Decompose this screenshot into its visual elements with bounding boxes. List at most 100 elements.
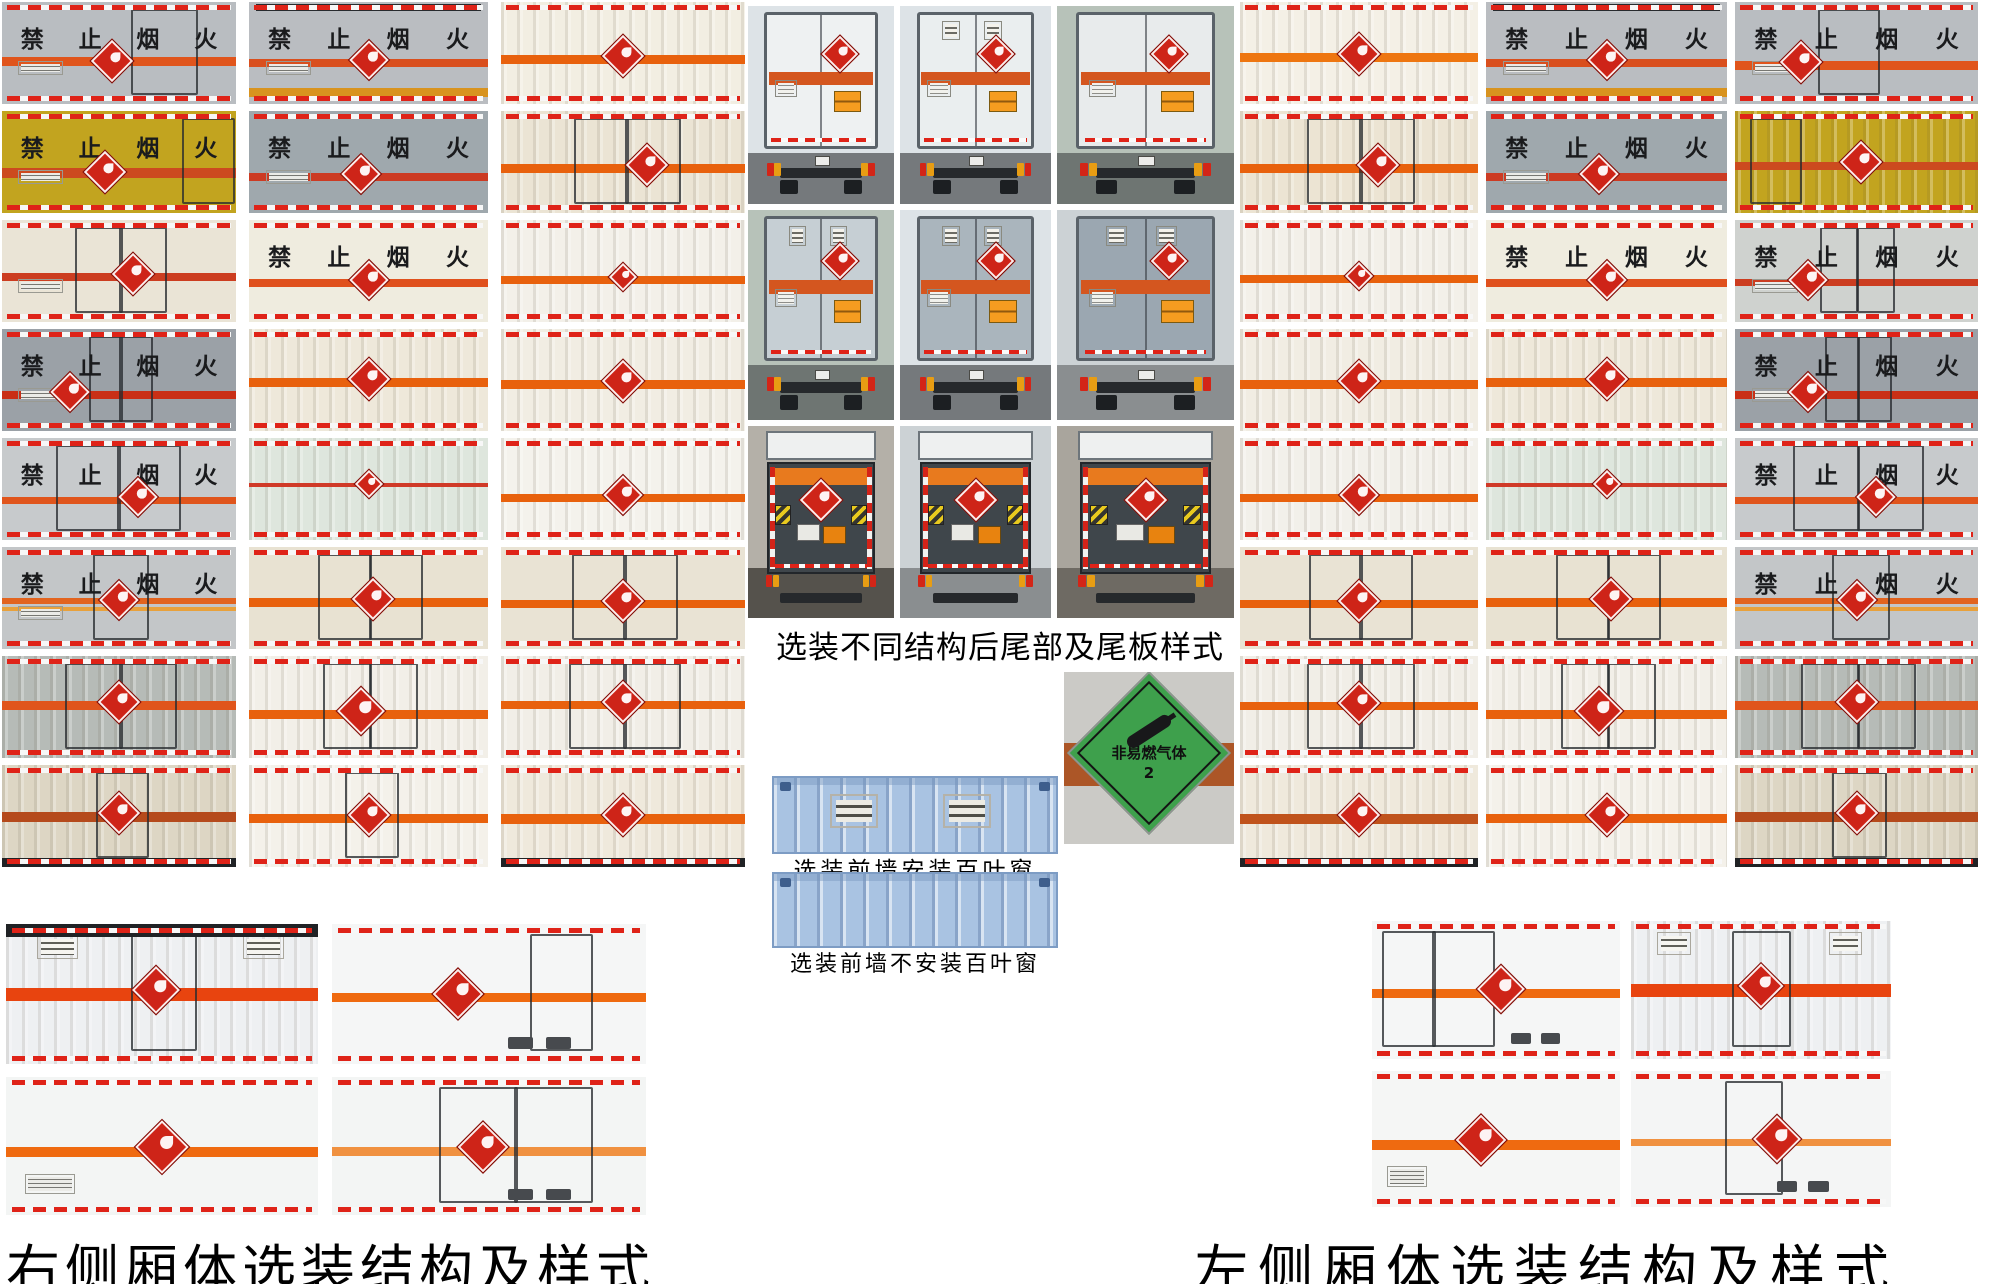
- rear-bumper: [1095, 593, 1196, 603]
- reflective-strip: [505, 423, 741, 429]
- tail-light: [919, 376, 927, 391]
- reflective-strip: [1739, 314, 1974, 320]
- reflective-strip: [1490, 205, 1723, 211]
- reflective-strip: [1244, 222, 1474, 228]
- reflective-strip: [338, 1080, 640, 1086]
- reflective-strip: [1244, 859, 1474, 865]
- photo-side-left-c3-r6: [501, 547, 745, 649]
- flame-icon: [131, 265, 142, 276]
- reflective-strip: [1244, 658, 1474, 664]
- reflective-strip: [1739, 4, 1974, 10]
- orange-un-placard: [988, 90, 1017, 113]
- chevron-reflector: [928, 504, 945, 526]
- tail-light: [869, 574, 877, 588]
- cargo-box-rear: [764, 11, 878, 149]
- flame-icon: [819, 491, 830, 502]
- flame-icon: [1855, 693, 1866, 704]
- caption-right-side-structures: 右侧厢体选装结构及样式: [6, 1241, 655, 1284]
- chevron-reflector: [775, 504, 791, 526]
- flame-icon: [1168, 253, 1177, 263]
- reflective-strip: [253, 222, 484, 228]
- hazard-diamond-placard: [1149, 34, 1190, 74]
- reflective-strip: [1490, 423, 1723, 429]
- photo-side-right-c3-r2: [1735, 111, 1978, 213]
- spec-plate: [797, 524, 820, 542]
- louver-vent-icon: [243, 935, 284, 959]
- reflective-strip: [505, 767, 741, 773]
- orange-un-placard: [1148, 526, 1176, 544]
- reflective-strip: [505, 222, 741, 228]
- flame-icon: [1597, 166, 1608, 176]
- floor-vent: [545, 1188, 571, 1200]
- cargo-door: [88, 336, 123, 422]
- reflective-strip: [253, 641, 484, 647]
- cargo-door: [1817, 9, 1880, 95]
- cargo-box-rear: [1076, 216, 1215, 362]
- flame-icon: [621, 806, 632, 817]
- photo-side-left-c1-r7: [2, 656, 236, 758]
- reflective-strip: [1244, 750, 1474, 756]
- photo-rear-r1-c1: [748, 6, 894, 204]
- cargo-door: [344, 772, 399, 858]
- spec-plate: [1088, 288, 1117, 307]
- reflective-strip: [1739, 549, 1974, 555]
- reflective-strip: [922, 466, 928, 569]
- tail-light: [918, 574, 925, 588]
- orange-un-placard: [988, 299, 1017, 323]
- photo-side-right-c1-r7: [1240, 656, 1478, 758]
- flame-icon: [1759, 976, 1771, 988]
- reflective-strip: [6, 331, 232, 337]
- license-plate: [1138, 369, 1156, 381]
- reflective-strip: [1739, 658, 1974, 664]
- reflective-strip: [1739, 96, 1974, 102]
- reflective-strip: [928, 563, 1023, 568]
- reflective-strip: [1376, 1074, 1616, 1080]
- photo-side-left-c1-r3: [2, 220, 236, 322]
- orange-un-placard: [833, 299, 861, 323]
- spec-plate: [1386, 1166, 1427, 1187]
- reflective-strip: [1636, 1050, 1886, 1056]
- reflective-strip: [253, 859, 484, 865]
- reflective-strip: [1490, 641, 1723, 647]
- photo-side-right-c2-r6: [1486, 547, 1727, 649]
- reflective-strip: [505, 314, 741, 320]
- no-fire-text: 禁止烟火: [1754, 572, 1959, 599]
- flame-icon: [621, 47, 632, 58]
- left-photo-grid: 禁止烟火禁止烟火禁止烟火禁止烟火禁止烟火禁止烟火禁止烟火禁止烟火: [2, 2, 745, 867]
- wheel: [1173, 394, 1196, 410]
- spec-plate: [1116, 524, 1144, 542]
- hazard-diamond-placard: [1454, 1113, 1508, 1168]
- reflective-strip: [338, 1206, 640, 1212]
- reflective-strip: [1739, 222, 1974, 228]
- photo-side-left-c3-r5: [501, 438, 745, 540]
- wheel: [999, 180, 1018, 195]
- cargo-door: [1306, 118, 1363, 204]
- flame-icon: [371, 590, 383, 601]
- reflective-strip: [1202, 466, 1208, 569]
- right-photo-grid: 禁止烟火禁止烟火禁止烟火禁止烟火禁止烟火禁止烟火禁止烟火禁止烟火: [1240, 2, 1978, 867]
- hazard-diamond-placard: [1149, 241, 1190, 281]
- flame-icon: [1605, 478, 1613, 485]
- reflective-strip: [1739, 113, 1974, 119]
- flame-icon: [1357, 486, 1368, 497]
- floor-vent: [507, 1188, 533, 1200]
- photo-side-left-c2-r8: [249, 765, 488, 867]
- reflective-strip: [1490, 4, 1723, 10]
- reflective-strip: [1636, 1198, 1886, 1204]
- louver-vent-icon: [1657, 932, 1691, 956]
- wheel: [844, 394, 862, 410]
- rear-bumper: [1095, 168, 1196, 179]
- reflective-strip: [1490, 96, 1723, 102]
- photo-side-right-c2-r1: 禁止烟火: [1486, 2, 1727, 104]
- photo-rear-r2-c3: [1057, 210, 1234, 420]
- photo-side-left-c2-r6: [249, 547, 488, 649]
- turn-light: [1194, 376, 1203, 391]
- spec-plate: [18, 606, 63, 621]
- cargo-door: [1856, 227, 1895, 313]
- photo-side-right-c2-r2: 禁止烟火: [1486, 111, 1727, 213]
- reflective-strip: [6, 658, 232, 664]
- flame-icon: [645, 156, 657, 167]
- turn-light: [1018, 574, 1026, 588]
- photo-rear-r1-c2: [900, 6, 1051, 204]
